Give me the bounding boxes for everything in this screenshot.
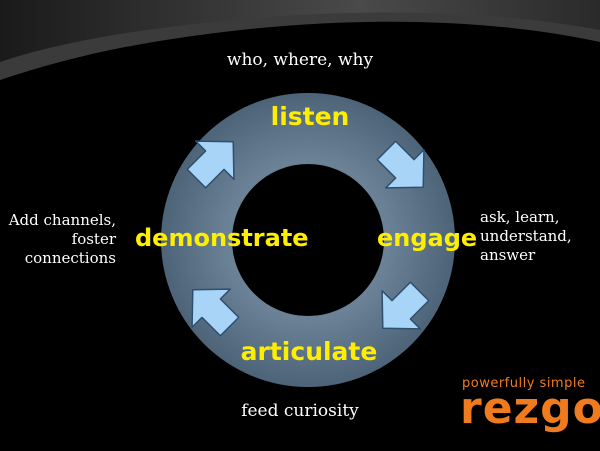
right-label-line: answer (480, 246, 536, 264)
arrow-up-right-icon (186, 140, 235, 189)
arrow-up-left-icon (191, 288, 240, 337)
brand-logo: rezgo (460, 383, 600, 434)
left-label-line: foster (71, 230, 116, 248)
right-label: ask, learn, understand, answer (480, 208, 572, 265)
top-label: who, where, why (226, 50, 374, 70)
brand-tagline: powerfully simple (462, 376, 586, 391)
top-swoosh-highlight (0, 0, 600, 62)
bottom-label: feed curiosity (241, 401, 359, 421)
left-label: Add channels, foster connections (9, 211, 116, 268)
stage-listen: listen (270, 102, 350, 131)
right-label-line: understand, (480, 227, 572, 245)
arrow-down-right-icon (376, 140, 425, 189)
right-label-line: ask, learn, (480, 208, 560, 226)
stage-demonstrate: demonstrate (135, 224, 309, 252)
left-label-line: connections (24, 249, 116, 267)
left-label-line: Add channels, (8, 211, 116, 229)
arrow-down-left-icon (381, 281, 430, 330)
stage-articulate: articulate (240, 337, 378, 366)
stage-engage: engage (377, 224, 478, 252)
